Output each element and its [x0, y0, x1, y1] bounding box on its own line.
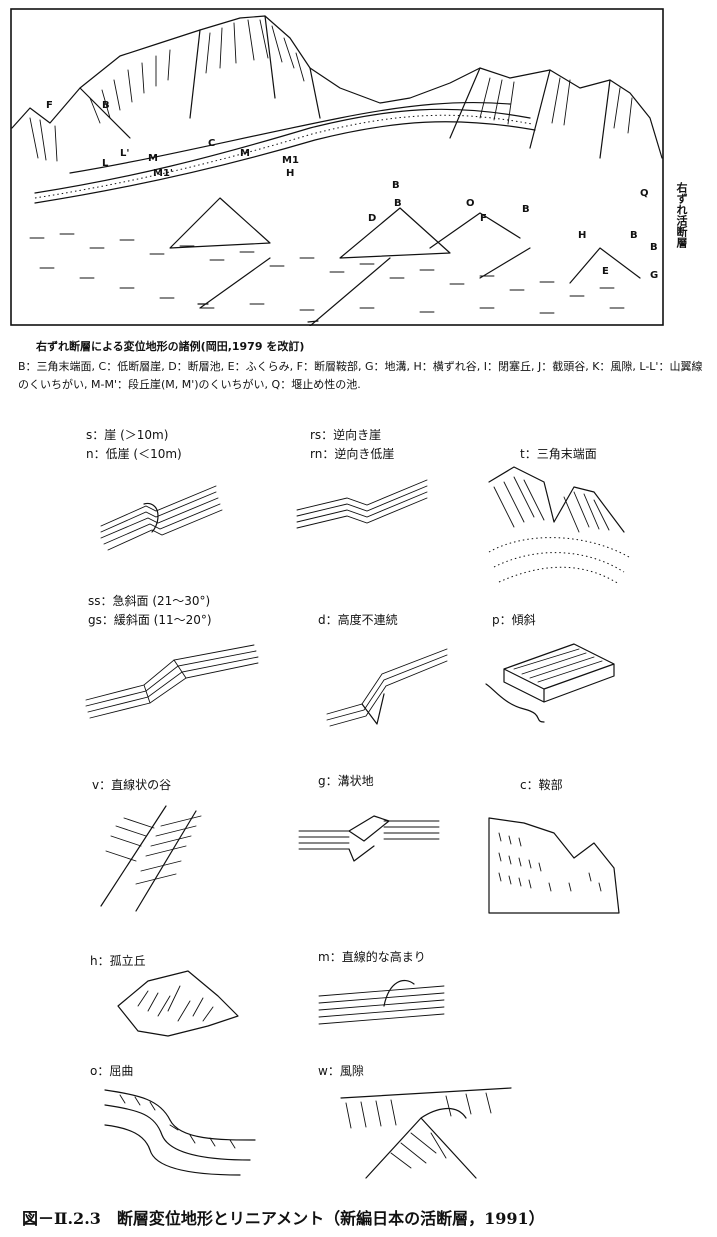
map-label: M — [240, 148, 250, 159]
symbol-cliff — [100, 485, 223, 551]
legend-label: v：直線状の谷 — [92, 778, 172, 792]
symbol-saddle — [488, 817, 620, 914]
legend-label: s：崖 (＞10m) — [86, 428, 169, 442]
legend-label: d：高度不連続 — [318, 613, 398, 627]
symbol-reverse-cliff — [296, 479, 428, 529]
legend-label: ss：急斜面 (21〜30°) — [88, 594, 211, 608]
map-label: O — [466, 198, 475, 209]
symbol-trench — [298, 815, 440, 862]
map-label: F — [46, 100, 53, 111]
map-label: E — [602, 266, 609, 277]
map-label: B — [650, 242, 658, 253]
legend-label: gs：緩斜面 (11〜20°) — [88, 613, 212, 627]
map-label: L — [102, 158, 109, 169]
map-label: F — [480, 213, 487, 224]
map-label: C — [208, 138, 216, 149]
figure-title: 図－Ⅱ.2.3 断層変位地形とリニアメント（新編日本の活断層，1991） — [22, 1209, 545, 1228]
symbol-height-discontinuity — [326, 648, 448, 727]
map-label: G — [650, 270, 659, 281]
panorama-sketch — [10, 8, 664, 327]
symbol-wind-gap — [340, 1087, 512, 1179]
legend-label: rn：逆向き低崖 — [310, 447, 395, 461]
symbol-triangular-facet — [488, 466, 630, 585]
legend-label: n：低崖 (＜10m) — [86, 447, 182, 461]
fault-panorama: F B L L' M C M M1 M1' H B D B O F B Q H … — [10, 8, 664, 327]
map-label: D — [368, 213, 377, 224]
side-label: 右ずれ活断層 — [675, 182, 688, 248]
map-label: B — [522, 204, 530, 215]
map-label: B — [392, 180, 400, 191]
map-label: M — [148, 153, 158, 164]
symbol-linear-ridge — [318, 979, 445, 1025]
legend-label: h：孤立丘 — [90, 954, 146, 968]
legend-label: g：溝状地 — [318, 774, 374, 788]
map-label: L' — [120, 148, 130, 159]
legend-label: w：風隙 — [318, 1064, 364, 1078]
legend-label: t：三角末端面 — [520, 447, 597, 461]
legend-label: m：直線的な高まり — [318, 950, 426, 964]
legend-label: p：傾斜 — [492, 613, 536, 627]
map-label: B — [630, 230, 638, 241]
map-label: H — [286, 168, 295, 179]
caption-body: B：三角末端面, C：低断層崖, D：断層池, E：ふくらみ, F：断層鞍部, … — [18, 360, 703, 391]
map-label: H — [578, 230, 587, 241]
legend-label: c：鞍部 — [520, 778, 563, 792]
symbol-offset-bend — [104, 1089, 256, 1176]
caption-title: 右ずれ断層による変位地形の諸例(岡田,1979 を改訂) — [36, 340, 305, 353]
map-label: Q — [640, 188, 649, 199]
symbol-tilt — [485, 643, 615, 723]
map-label: B — [102, 100, 110, 111]
symbol-isolated-hill — [117, 970, 239, 1037]
symbol-slope — [85, 644, 259, 719]
legend-label: o：屈曲 — [90, 1064, 134, 1078]
map-label: B — [394, 198, 402, 209]
map-label: M1' — [153, 168, 173, 179]
map-label: M1 — [282, 155, 299, 166]
legend-label: rs：逆向き崖 — [310, 428, 382, 442]
symbol-linear-valley — [100, 805, 202, 912]
